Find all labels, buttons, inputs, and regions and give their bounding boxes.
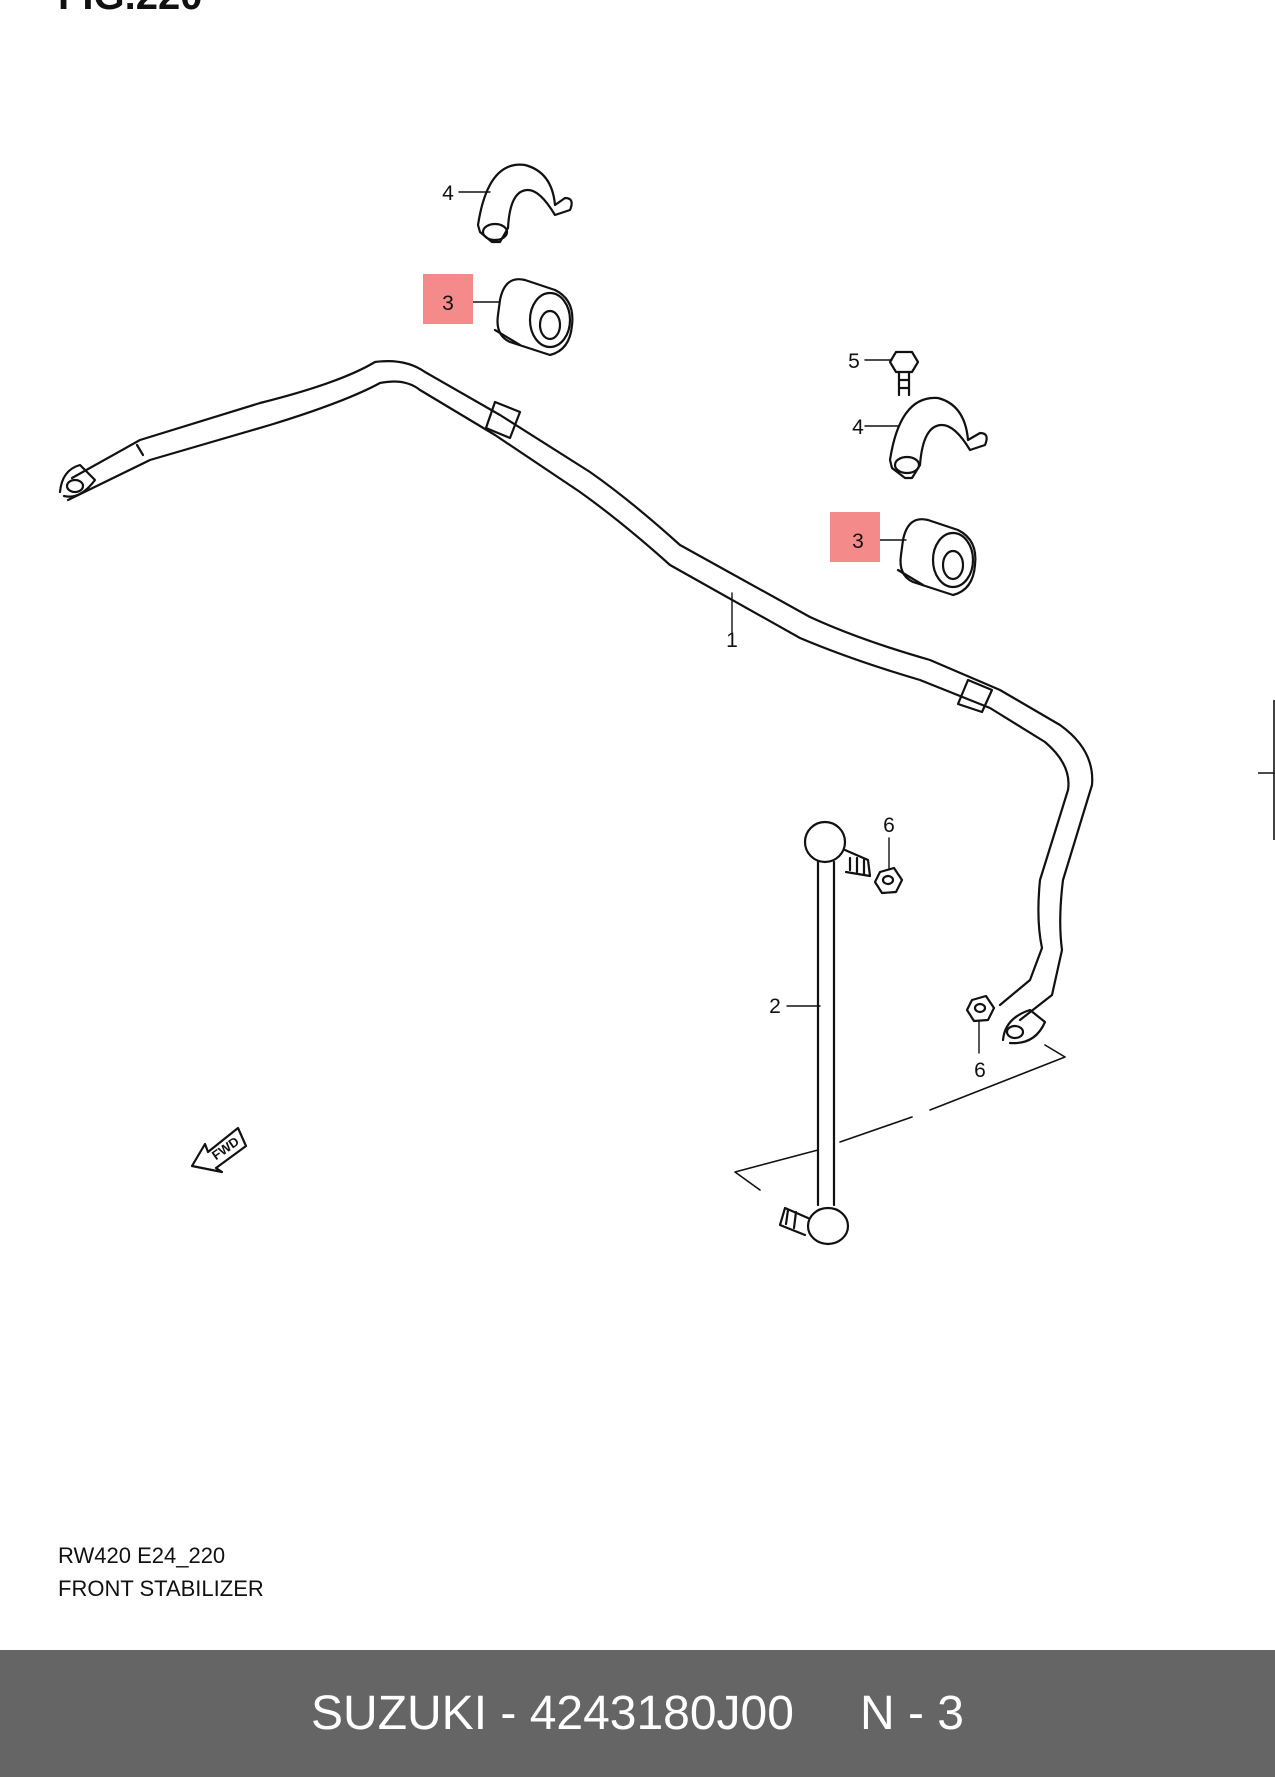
parts-diagram: 1 2 3 3 4 4 5 6 6 FWD [58, 163, 1275, 1246]
edge-mark [1258, 700, 1275, 840]
bushing-left [493, 278, 574, 357]
callout-number: 6 [883, 814, 895, 837]
stabilizer-link [778, 820, 872, 1246]
callout-highlight [423, 274, 473, 324]
fwd-arrow-icon: FWD [190, 1126, 248, 1174]
bracket-right [888, 396, 988, 480]
callout-number: 5 [848, 350, 860, 373]
footer-part-number: SUZUKI - 4243180J00 [311, 1687, 794, 1740]
assembly-line [734, 1044, 1066, 1191]
callout-number: 6 [974, 1059, 986, 1082]
bracket-left [476, 163, 573, 244]
bolt [888, 350, 920, 397]
nut-upper [873, 866, 904, 895]
leader-lines [458, 191, 980, 1054]
callout-number: 4 [852, 416, 864, 439]
callout-number: 2 [769, 995, 781, 1018]
figure-title: FIG.220 [58, 0, 203, 19]
nut-lower [965, 994, 996, 1023]
footer-quantity: N - 3 [859, 1687, 964, 1740]
callout-highlight [830, 512, 880, 562]
callout-number: 3 [442, 292, 454, 315]
stabilizer-bar [58, 360, 1094, 1045]
callout-number: 4 [442, 182, 454, 205]
callout-number: 3 [852, 530, 864, 553]
footer-bar: SUZUKI - 4243180J00 N - 3 [0, 1650, 1275, 1777]
figure-name: FRONT STABILIZER [58, 1576, 264, 1601]
callout-number: 1 [726, 629, 738, 652]
figure-code: RW420 E24_220 [58, 1543, 226, 1568]
bushing-right [896, 518, 977, 597]
